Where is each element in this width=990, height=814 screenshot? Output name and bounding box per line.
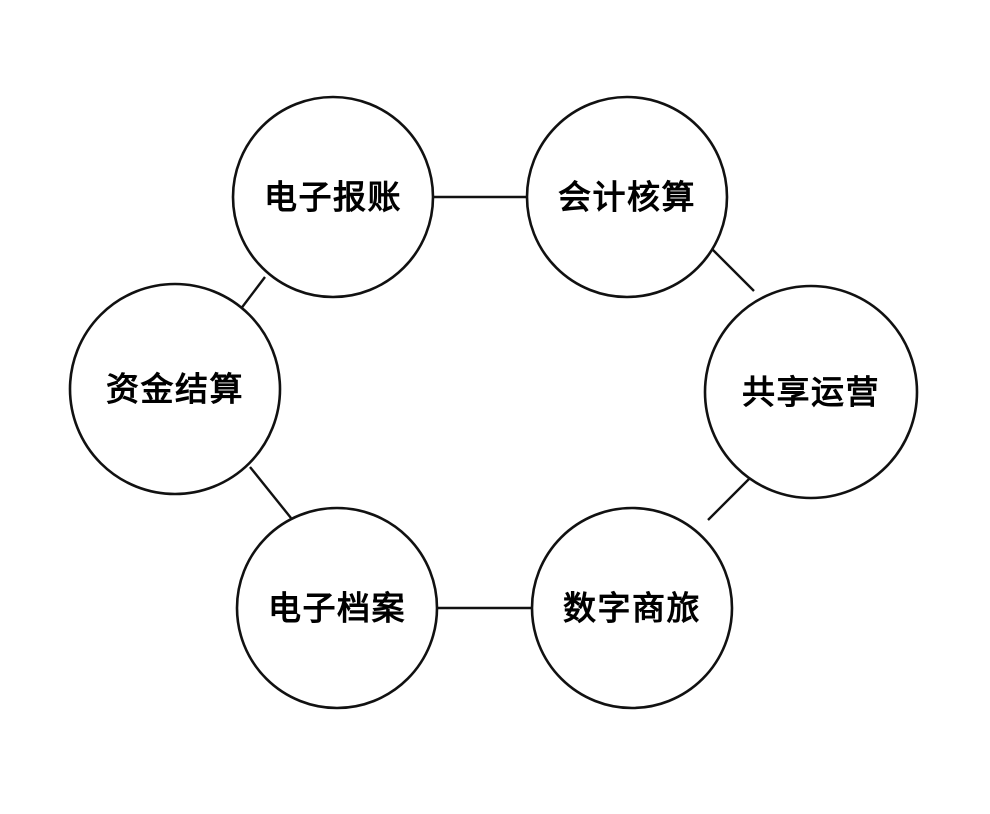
node-circle-shared-operations[interactable] xyxy=(703,284,919,500)
connector-archives-settlement xyxy=(249,466,292,519)
connector-settlement-reimbursement xyxy=(239,276,266,311)
node-label-digital-business-travel: 数字商旅 xyxy=(563,589,701,628)
node-circle-fund-settlement[interactable] xyxy=(68,282,282,496)
connector-accounting-shared xyxy=(711,248,755,292)
node-circle-accounting[interactable] xyxy=(525,95,729,299)
node-shared-operations[interactable]: 共享运营 xyxy=(703,284,919,500)
connector-group xyxy=(239,195,755,610)
node-digital-business-travel[interactable]: 数字商旅 xyxy=(530,506,734,710)
node-fund-settlement[interactable]: 资金结算 xyxy=(68,282,282,496)
node-label-accounting: 会计核算 xyxy=(558,178,696,217)
node-label-shared-operations: 共享运营 xyxy=(742,373,880,412)
node-accounting[interactable]: 会计核算 xyxy=(525,95,729,299)
node-label-fund-settlement: 资金结算 xyxy=(106,370,244,409)
node-label-electronic-reimbursement: 电子报账 xyxy=(264,178,402,217)
node-electronic-reimbursement[interactable]: 电子报账 xyxy=(231,95,435,299)
connector-shared-travel xyxy=(707,477,751,521)
node-circle-electronic-archives[interactable] xyxy=(235,506,439,710)
node-circle-digital-business-travel[interactable] xyxy=(530,506,734,710)
node-circle-electronic-reimbursement[interactable] xyxy=(231,95,435,299)
node-electronic-archives[interactable]: 电子档案 xyxy=(235,506,439,710)
node-label-electronic-archives: 电子档案 xyxy=(268,589,406,628)
